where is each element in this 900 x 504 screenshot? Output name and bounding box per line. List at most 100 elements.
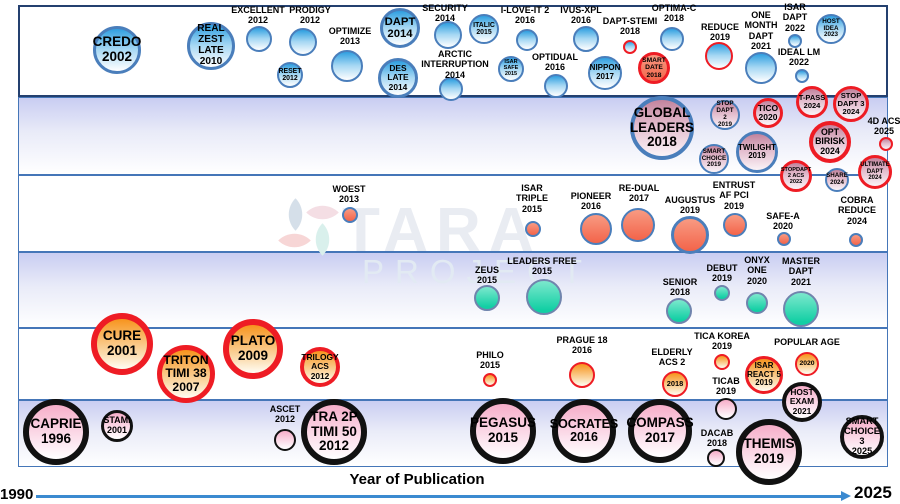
- trial-bubble-woest: [342, 207, 358, 223]
- trial-bubble-optimize: [331, 50, 363, 82]
- trial-bubble-arctic-interruption: [439, 77, 463, 101]
- trial-bubble-ivus-xpl: [573, 26, 599, 52]
- trial-bubble-isar-dapt: [788, 34, 802, 48]
- trial-bubble-elderly-acs-2: 2018: [662, 371, 688, 397]
- trial-bubble-senior: [666, 298, 692, 324]
- trial-bubble-leaders-free: [526, 279, 562, 315]
- x-axis-title: Year of Publication: [349, 471, 485, 488]
- trial-bubble-debut: [714, 285, 730, 301]
- trial-bubble-pioneer: [580, 213, 612, 245]
- trial-bubble-cobra-reduce: [849, 233, 863, 247]
- band-row-3: [18, 175, 888, 252]
- trial-bubble-reduce: [705, 42, 733, 70]
- trial-bubble-ideal-lm: [795, 69, 809, 83]
- trial-bubble-philo: [483, 373, 497, 387]
- trial-bubble-safe-a: [777, 232, 791, 246]
- trial-bubble-optima-c: [660, 27, 684, 51]
- trial-bubble-master-dapt: [783, 291, 819, 327]
- band-row-4: [18, 252, 888, 328]
- trial-bubble-entrust-af-pci: [723, 213, 747, 237]
- trial-bubble-excellent: [246, 26, 272, 52]
- trial-bubble-ticab: [715, 398, 737, 420]
- trial-bubble-re-dual: [621, 208, 655, 242]
- trial-bubble-ascet: [274, 429, 296, 451]
- trial-bubble-zeus: [474, 285, 500, 311]
- trial-bubble-text: 2020: [799, 360, 815, 368]
- trial-label-popular-age: POPULAR AGE: [774, 337, 840, 347]
- trial-bubble-augustus: [671, 216, 709, 254]
